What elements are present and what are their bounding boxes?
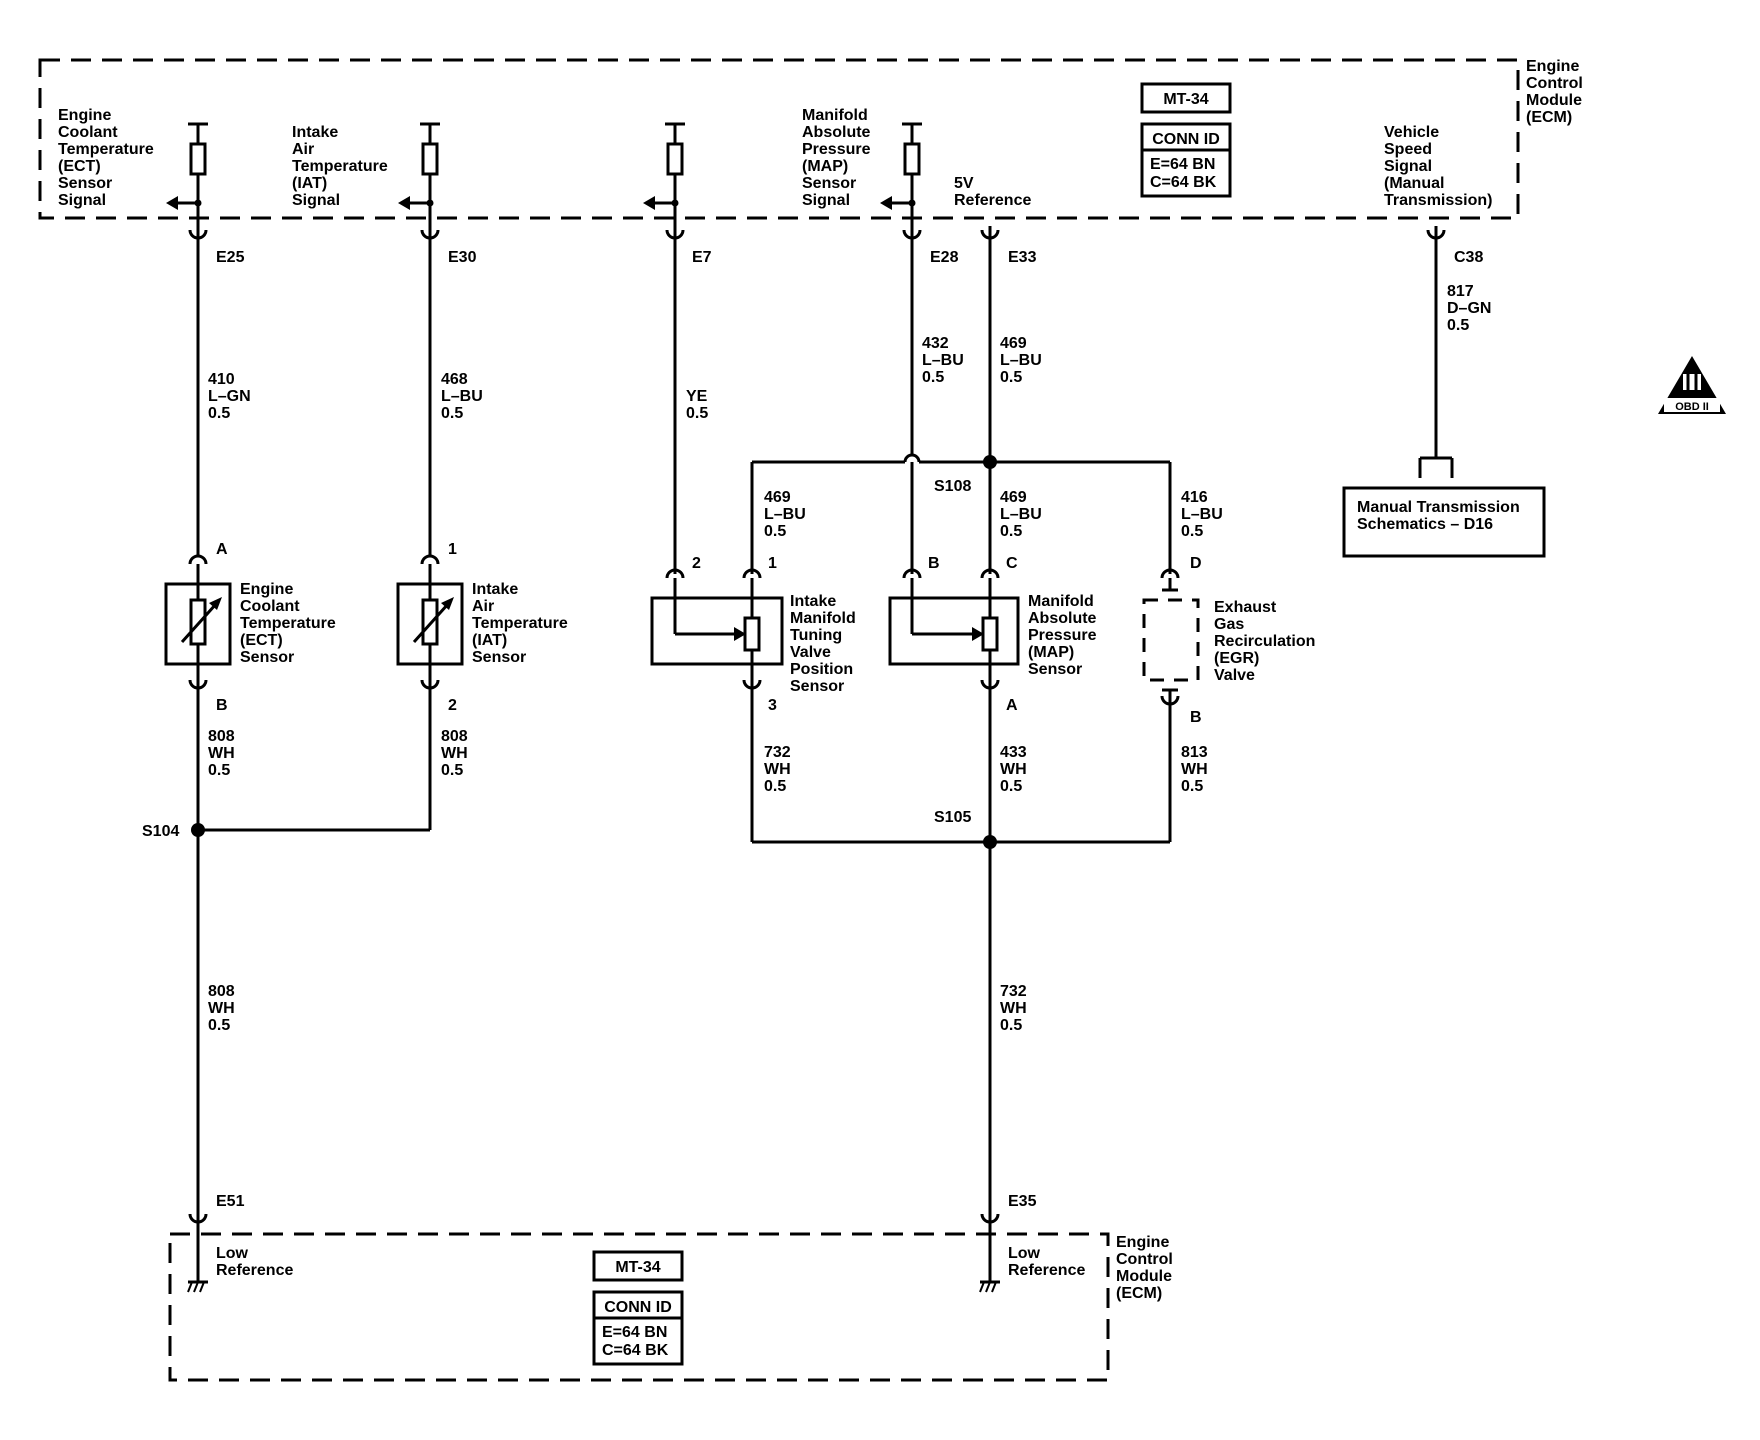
imtv-sensor-label: Intake Manifold Tuning Valve Position Se…	[790, 593, 860, 695]
ect-sensor: A B Engine Coolant Temperature (ECT) Sen…	[164, 541, 340, 714]
iat-pin-1: 1	[448, 541, 457, 558]
ect-pin-a: A	[216, 541, 228, 558]
splice-s108-dot	[983, 455, 997, 469]
low-reference-1-label: Low Reference	[216, 1245, 293, 1279]
map-signal-arrow-icon	[880, 196, 892, 210]
top-conn-id-e: E=64 BN	[1150, 156, 1215, 173]
top-ecm-boundary	[38, 58, 1520, 220]
ect-signal-arrow-icon	[166, 196, 178, 210]
imtv-pin-1: 1	[768, 555, 777, 572]
imtv-signal-arrow-icon	[643, 196, 655, 210]
iat-pullup-resistor	[398, 122, 440, 234]
bottom-conn-id-title: CONN ID	[604, 1299, 672, 1316]
egr-valve: D B Exhaust Gas Recirculation (EGR) Valv…	[1142, 555, 1320, 726]
bottom-mt34-box	[592, 1250, 684, 1282]
map-wiper-arrow-icon	[972, 627, 984, 641]
wire-808-low-label: 808 WH 0.5	[208, 983, 239, 1034]
pin-e28-label: E28	[930, 249, 959, 266]
splice-s104-label: S104	[142, 823, 179, 840]
ect-pin-b: B	[216, 697, 228, 714]
wire-432-label: 432 L–BU 0.5	[922, 335, 968, 386]
imtv-position-sensor: 2 1 3 Intake Manifold Tuning Valve Posit…	[650, 555, 860, 714]
imtv-pin-3: 3	[768, 697, 777, 714]
iat-thermistor-arrow-icon	[412, 602, 450, 644]
map-sensor-label: Manifold Absolute Pressure (MAP) Sensor	[1028, 593, 1101, 678]
imtv-pullup-resistor	[643, 122, 685, 234]
manual-transmission-reference[interactable]: Manual Transmission Schematics – D16	[1342, 486, 1546, 558]
egr-pin-b: B	[1190, 709, 1202, 726]
imtv-wiper-arrow-icon	[734, 627, 746, 641]
pin-e7-label: E7	[692, 249, 712, 266]
wire-817-label: 817 D–GN 0.5	[1447, 283, 1496, 334]
egr-pin-d: D	[1190, 555, 1202, 572]
map-pin-b: B	[928, 555, 940, 572]
top-conn-id-title: CONN ID	[1152, 131, 1220, 148]
wire-410-label: 410 L–GN 0.5	[208, 371, 255, 422]
pin-e33-label: E33	[1008, 249, 1037, 266]
imtv-pin-2: 2	[692, 555, 701, 572]
wire-469-imtv-label: 469 L–BU 0.5	[764, 489, 810, 540]
bottom-mt34-label: MT-34	[615, 1259, 660, 1276]
wire-813-label: 813 WH 0.5	[1181, 744, 1212, 795]
splice-s105-dot	[983, 835, 997, 849]
splice-s108-label: S108	[934, 478, 971, 495]
ground-2-icon	[979, 1218, 1000, 1293]
top-conn-id-box: CONN ID E=64 BN C=64 BK	[1140, 122, 1232, 198]
obd-ii-text: OBD II	[1675, 401, 1709, 413]
ground-1-icon	[187, 1218, 208, 1293]
wire-labels: 410 L–GN 0.5 468 L–BU 0.5 YE 0.5 432 L–B…	[142, 283, 1496, 1034]
pin-e51-label: E51	[216, 1193, 245, 1210]
wire-ye-label: YE 0.5	[686, 388, 712, 422]
wiring	[191, 234, 1454, 1218]
ref5v-label: 5V Reference	[954, 175, 1031, 209]
bottom-ecm-boundary	[168, 1232, 1110, 1382]
wire-808-ect-label: 808 WH 0.5	[208, 728, 239, 779]
wire-468-label: 468 L–BU 0.5	[441, 371, 487, 422]
top-mt34-label: MT-34	[1163, 91, 1208, 108]
vss-signal-label: Vehicle Speed Signal (Manual Transmissio…	[1384, 124, 1492, 209]
map-pin-c: C	[1006, 555, 1018, 572]
top-conn-id-c: C=64 BK	[1150, 174, 1217, 191]
top-mt34-box	[1140, 82, 1232, 114]
bottom-conn-id-e: E=64 BN	[602, 1324, 667, 1341]
bottom-ecm-label: Engine Control Module (ECM)	[1116, 1234, 1177, 1302]
wire-808-iat-label: 808 WH 0.5	[441, 728, 472, 779]
map-pullup-resistor	[880, 122, 922, 234]
wire-469-top-label: 469 L–BU 0.5	[1000, 335, 1046, 386]
bottom-ecm: Engine Control Module (ECM) E51 E35 Low …	[168, 1193, 1177, 1382]
egr-valve-label: Exhaust Gas Recirculation (EGR) Valve	[1214, 599, 1320, 684]
wire-433-label: 433 WH 0.5	[1000, 744, 1031, 795]
pin-e30-label: E30	[448, 249, 477, 266]
iat-pin-2: 2	[448, 697, 457, 714]
map-sensor: B C A Manifold Absolute Pressure (MAP) S…	[888, 555, 1101, 714]
iat-sensor: 1 2 Intake Air Temperature (IAT) Sensor	[396, 541, 572, 714]
pin-e35-label: E35	[1008, 1193, 1037, 1210]
top-ecm: Engine Control Module (ECM) MT-34 CONN I…	[38, 58, 1587, 266]
map-pin-a: A	[1006, 697, 1018, 714]
ect-sensor-label: Engine Coolant Temperature (ECT) Sensor	[240, 581, 340, 666]
wire-416-label: 416 L–BU 0.5	[1181, 489, 1227, 540]
ect-pullup-resistor	[166, 122, 208, 234]
obd-ii-badge: OBD II	[1658, 356, 1726, 414]
manual-transmission-label: Manual Transmission Schematics – D16	[1357, 499, 1524, 533]
wire-732-low-label: 732 WH 0.5	[1000, 983, 1031, 1034]
low-reference-2-label: Low Reference	[1008, 1245, 1085, 1279]
splice-s104-dot	[191, 823, 205, 837]
bottom-conn-id-box: CONN ID E=64 BN C=64 BK	[592, 1290, 684, 1366]
pin-c38-label: C38	[1454, 249, 1483, 266]
top-ecm-label: Engine Control Module (ECM)	[1526, 58, 1587, 126]
iat-signal-arrow-icon	[398, 196, 410, 210]
ect-signal-label: Engine Coolant Temperature (ECT) Sensor …	[58, 107, 158, 209]
ect-thermistor-arrow-icon	[180, 602, 218, 644]
map-signal-label: Manifold Absolute Pressure (MAP) Sensor …	[802, 107, 875, 209]
wire-469-map-label: 469 L–BU 0.5	[1000, 489, 1046, 540]
wire-732-imtv-label: 732 WH 0.5	[764, 744, 795, 795]
splice-s105-label: S105	[934, 809, 971, 826]
bottom-conn-id-c: C=64 BK	[602, 1342, 669, 1359]
pin-e25-label: E25	[216, 249, 245, 266]
iat-sensor-label: Intake Air Temperature (IAT) Sensor	[472, 581, 572, 666]
iat-signal-label: Intake Air Temperature (IAT) Signal	[292, 124, 392, 209]
